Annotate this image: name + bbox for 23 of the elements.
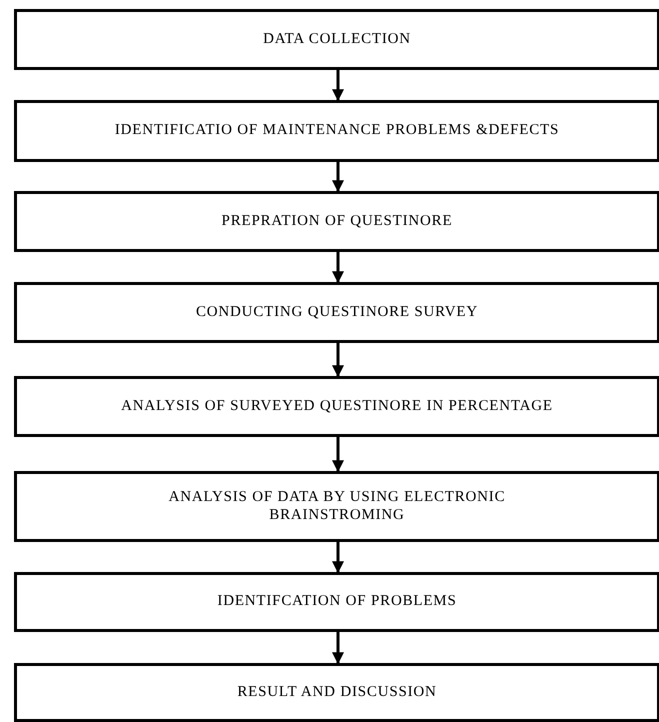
step-label: IDENTIFCATION OF PROBLEMS xyxy=(217,593,457,611)
process-box xyxy=(14,471,659,542)
arrow xyxy=(332,542,344,574)
arrow xyxy=(332,162,344,192)
process-box xyxy=(14,100,659,162)
step-label: DATA COLLECTION xyxy=(263,30,411,48)
process-box xyxy=(14,191,659,252)
step-label: IDENTIFICATIO OF MAINTENANCE PROBLEMS &DEFECTS xyxy=(114,122,560,140)
process-box xyxy=(14,376,659,437)
arrow xyxy=(332,437,344,472)
arrow xyxy=(332,252,344,284)
arrow xyxy=(332,70,344,102)
step-label: ANALYSIS OF SURVEYED QUESTINORE IN PERCENTAGE xyxy=(121,398,553,416)
process-box xyxy=(14,9,659,70)
arrow xyxy=(332,632,344,664)
step-label: CONDUCTING QUESTINORE SURVEY xyxy=(196,304,478,322)
process-box xyxy=(14,572,659,632)
process-box xyxy=(14,282,659,343)
arrow xyxy=(332,343,344,378)
step-label: PREPRATION OF QUESTINORE xyxy=(222,212,452,230)
step-label: RESULT AND DISCUSSION xyxy=(237,684,437,702)
step-label: ANALYSIS OF DATA BY USING ELECTRONIC BRAINSTROMING xyxy=(168,489,506,524)
process-box xyxy=(14,663,659,722)
